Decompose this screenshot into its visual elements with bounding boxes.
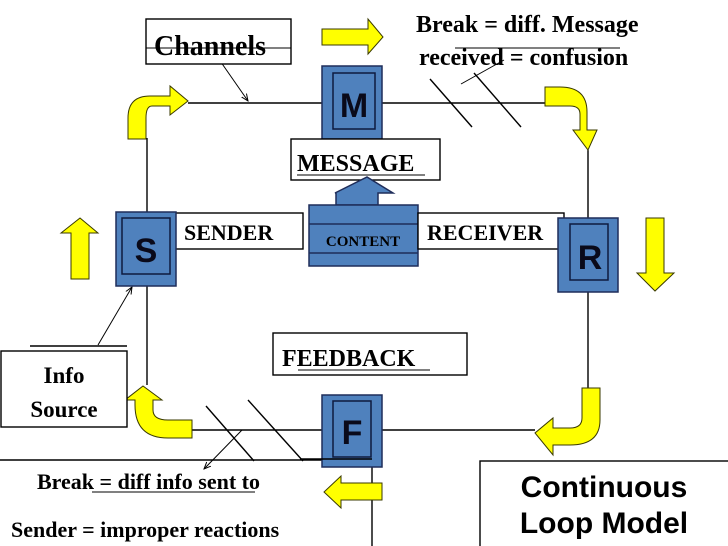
- receiver-node[interactable]: R: [557, 217, 619, 293]
- title-line1: Continuous: [521, 471, 688, 504]
- title-box: Continuous Loop Model: [479, 460, 728, 546]
- break-mark: [473, 72, 522, 128]
- curved-arrow-right-down-icon: [544, 86, 598, 151]
- bottom-break-marks: [204, 399, 304, 469]
- top-break-marks: [429, 59, 522, 128]
- info-source-box[interactable]: Info Source: [0, 350, 128, 428]
- arrow-right-icon: [321, 17, 384, 56]
- loop-lines: [0, 102, 589, 546]
- message-node-letter: M: [340, 87, 368, 125]
- bottom-break-annotation-line2: Sender = improper reactions: [11, 517, 280, 542]
- curved-arrow-left-up-icon: [123, 385, 193, 439]
- receiver-label-text: RECEIVER: [427, 220, 544, 245]
- title-line2: Loop Model: [520, 507, 688, 540]
- sender-node[interactable]: S: [115, 211, 177, 287]
- curved-arrow-down-left-icon: [534, 387, 601, 457]
- break-mark: [205, 405, 255, 462]
- content-label: CONTENT: [326, 234, 400, 250]
- content-up-arrow-icon: [334, 176, 396, 206]
- curved-arrow-up-right-icon: [127, 84, 189, 140]
- arrow-left-icon: [323, 474, 383, 510]
- channels-text: Channels: [154, 31, 266, 62]
- message-label: MESSAGE: [290, 138, 441, 181]
- sender-node-letter: S: [135, 232, 158, 270]
- message-label-text: MESSAGE: [297, 151, 414, 177]
- info-source-pointer-arrow: [97, 287, 132, 346]
- feedback-node[interactable]: F: [321, 394, 383, 468]
- info-source-line1: Info: [44, 363, 85, 388]
- break-mark: [247, 399, 304, 462]
- sender-label-text: SENDER: [184, 220, 274, 245]
- break-mark: [429, 78, 473, 128]
- feedback-node-letter: F: [342, 414, 363, 452]
- info-source-line2: Source: [30, 397, 97, 422]
- feedback-label: FEEDBACK: [272, 332, 468, 376]
- receiver-node-letter: R: [578, 239, 603, 277]
- break-pointer: [460, 59, 505, 85]
- top-break-annotation-line1: Break = diff. Message: [416, 12, 639, 38]
- content-block[interactable]: CONTENT: [308, 176, 419, 267]
- message-node[interactable]: M: [321, 65, 383, 140]
- bottom-break-annotation-line1: Break = diff info sent to: [37, 469, 260, 494]
- arrow-up-icon: [59, 217, 100, 280]
- channels-label: Channels: [145, 18, 292, 65]
- break-pointer: [204, 429, 243, 469]
- top-break-annotation-line2: received = confusion: [419, 45, 628, 71]
- arrow-down-icon: [635, 217, 676, 292]
- feedback-label-text: FEEDBACK: [282, 346, 416, 372]
- sender-label: SENDER: [173, 212, 304, 250]
- receiver-label: RECEIVER: [417, 212, 565, 250]
